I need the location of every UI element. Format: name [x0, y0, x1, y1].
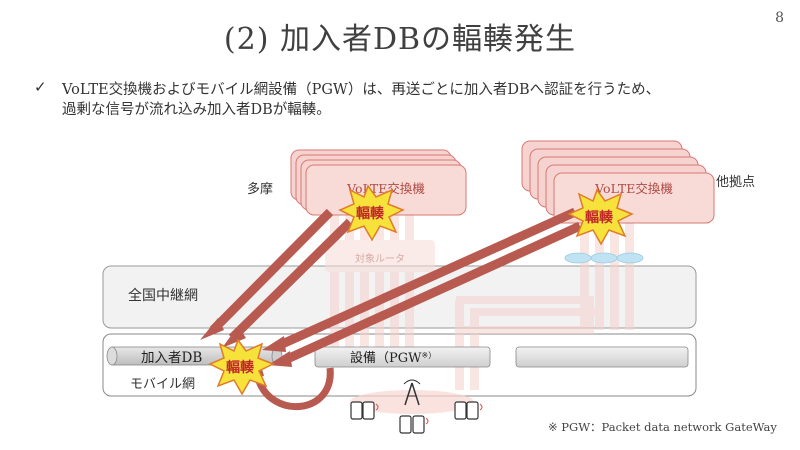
router-label: 対象ルータ	[355, 252, 405, 265]
base-station-icon	[350, 379, 474, 414]
pgw-box	[314, 346, 491, 368]
relay-network-label: 全国中継網	[128, 287, 198, 304]
congestion-burst-left	[338, 184, 405, 242]
pgw-label-main: 設備（PGW	[350, 350, 422, 366]
other-equipment-box	[515, 346, 689, 368]
subscriber-db-label: 加入者DB	[141, 350, 202, 366]
right-switch-label: VoLTE交換機	[594, 181, 673, 196]
router-icons-right	[564, 252, 644, 264]
congestion-burst-db	[208, 338, 275, 396]
check-icon: ✓	[34, 78, 47, 96]
congestion-burst-right	[567, 188, 634, 246]
bullet-text-line-2: 過剰な信号が流れ込み加入者DBが輻輳。	[62, 102, 331, 118]
congestion-label-left: 輻輳	[356, 205, 385, 222]
footnote: ※ PGW：Packet data network GateWay	[548, 420, 777, 434]
signal-arrows	[200, 207, 582, 367]
congestion-label-db: 輻輳	[226, 359, 255, 376]
mobile-phone-icon	[350, 401, 483, 434]
congestion-label-right: 輻輳	[585, 209, 614, 226]
mobile-network-label: モバイル網	[130, 377, 195, 392]
right-site-label: 他拠点	[716, 175, 755, 190]
pgw-label: 設備（PGW※）	[350, 350, 436, 366]
pgw-label-suffix: ※）	[422, 351, 437, 360]
retry-loop-arrow	[254, 367, 334, 411]
page-number: 8	[775, 10, 784, 26]
slide-title: (2) 加入者DBの輻輳発生	[223, 22, 577, 57]
bullet-text-line-1: VoLTE交換機およびモバイル網設備（PGW）は、再送ごとに加入者DBへ認証を行…	[62, 82, 661, 98]
left-volte-switch-stack	[290, 149, 467, 216]
left-site-label: 多摩	[247, 181, 273, 197]
